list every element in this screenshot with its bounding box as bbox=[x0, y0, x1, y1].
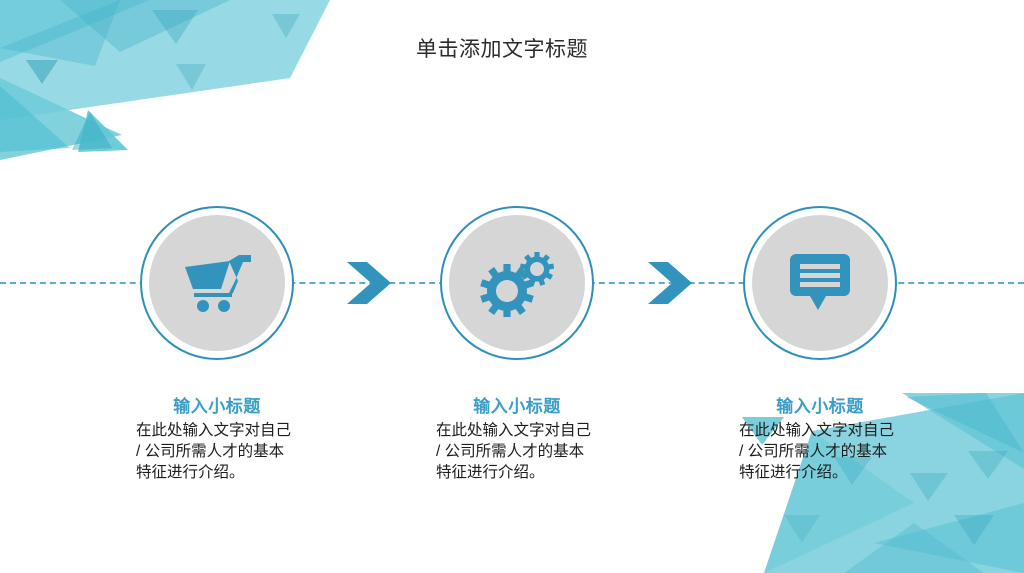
shopping-cart-icon bbox=[140, 206, 294, 360]
chat-bubble-icon bbox=[743, 206, 897, 360]
chevron-right-icon bbox=[648, 260, 696, 306]
caption-block-1: 输入小标题 在此处输入文字对自己 / 公司所需人才的基本特征进行介绍。 bbox=[117, 396, 317, 483]
gears-icon bbox=[440, 206, 594, 360]
caption-title: 输入小标题 bbox=[776, 397, 864, 416]
caption-block-3: 输入小标题 在此处输入文字对自己 / 公司所需人才的基本特征进行介绍。 bbox=[720, 396, 920, 483]
caption-title: 输入小标题 bbox=[173, 397, 261, 416]
caption-title: 输入小标题 bbox=[473, 397, 561, 416]
caption-body: 在此处输入文字对自己 / 公司所需人才的基本特征进行介绍。 bbox=[136, 422, 292, 481]
process-node-3[interactable] bbox=[743, 206, 897, 360]
page-title: 单击添加文字标题 bbox=[416, 38, 588, 61]
process-node-2[interactable] bbox=[440, 206, 594, 360]
caption-block-2: 输入小标题 在此处输入文字对自己 / 公司所需人才的基本特征进行介绍。 bbox=[417, 396, 617, 483]
process-node-1[interactable] bbox=[140, 206, 294, 360]
caption-body: 在此处输入文字对自己 / 公司所需人才的基本特征进行介绍。 bbox=[436, 422, 592, 481]
chevron-right-icon bbox=[347, 260, 395, 306]
caption-body: 在此处输入文字对自己 / 公司所需人才的基本特征进行介绍。 bbox=[739, 422, 895, 481]
decoration-top-left bbox=[0, 0, 398, 170]
